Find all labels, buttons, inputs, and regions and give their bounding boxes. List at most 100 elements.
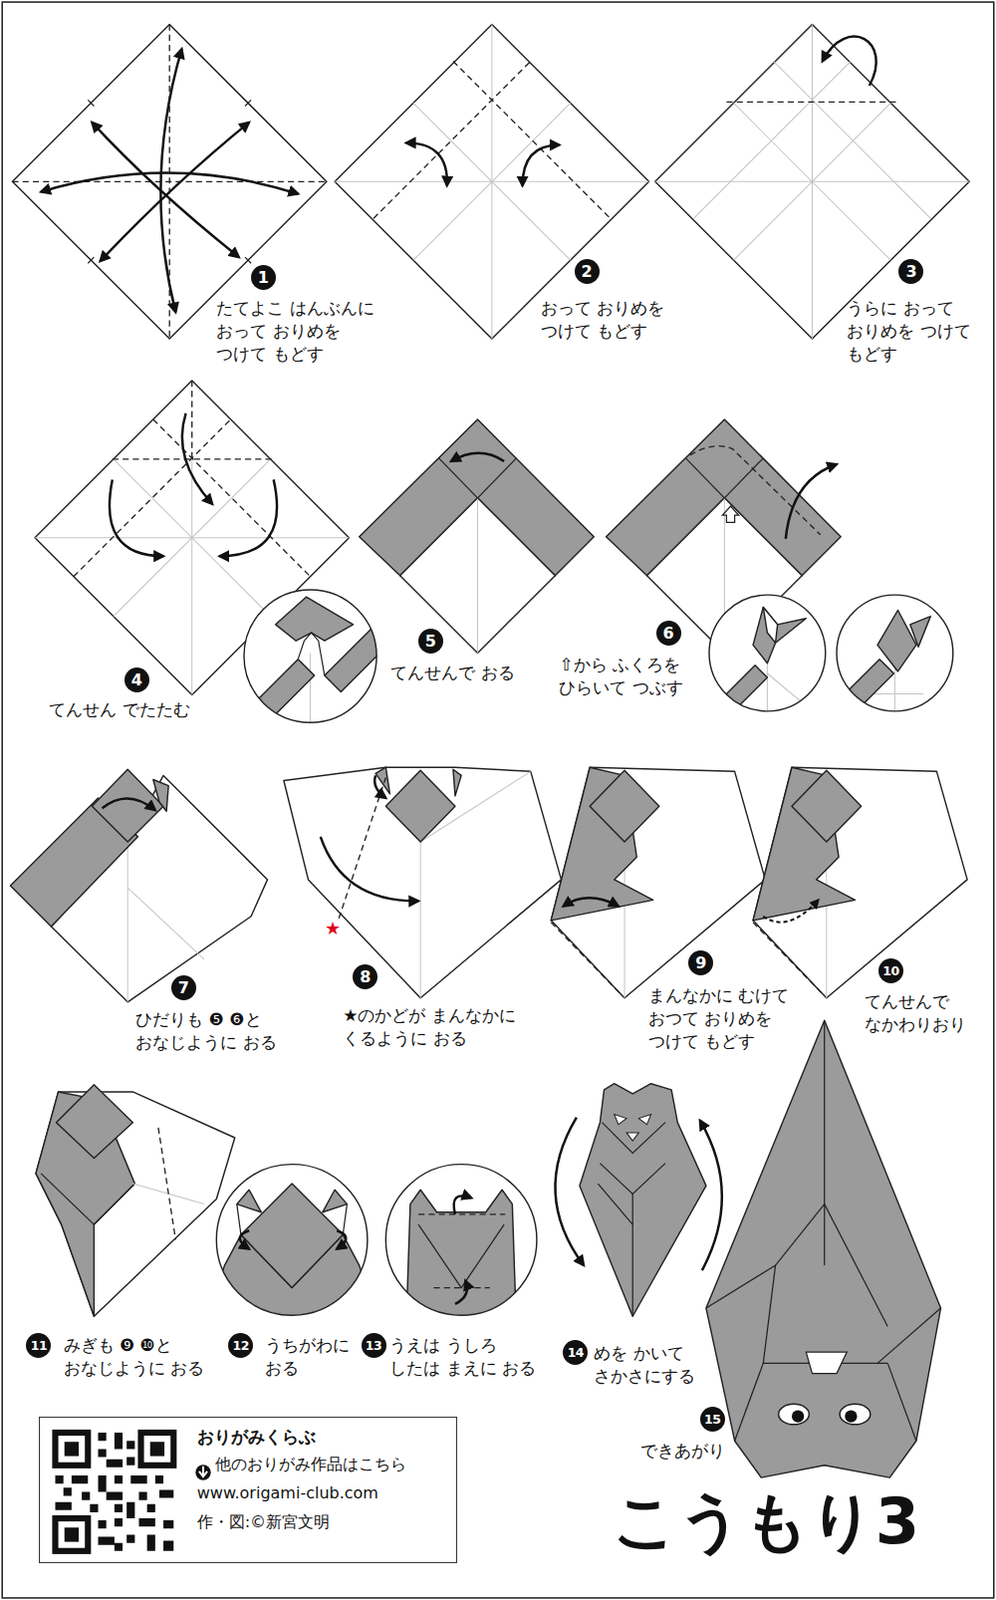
step3-figure-part (655, 24, 970, 339)
step3-figure-part (726, 101, 898, 103)
step6-detail-part (894, 663, 896, 715)
step11-figure-part (56, 1084, 134, 1159)
step1-figure-part (245, 99, 251, 106)
step9-figure-part (550, 922, 623, 996)
step4-figure-part (153, 419, 311, 577)
step2-figure-part (373, 60, 531, 219)
step15-figure (706, 1019, 942, 1478)
step13-detail (385, 1164, 537, 1327)
step13-detail-part (455, 1279, 468, 1304)
step14-figure-part (614, 1113, 627, 1124)
step6-detail-part (834, 659, 894, 719)
step10-figure (752, 766, 968, 997)
credit-text: www.origami-club.com (197, 1483, 379, 1504)
step15-figure-part (706, 1204, 888, 1327)
step10-figure-part (752, 766, 968, 997)
title: こうもり3 (612, 1486, 921, 1556)
step4-detail-part (244, 589, 377, 723)
step4-figure-part (113, 459, 271, 617)
step12-detail-part (216, 1164, 368, 1316)
step1-figure-part (245, 256, 251, 263)
step15-figure-part (778, 1403, 810, 1424)
step-number: 9 (688, 950, 714, 976)
step13-detail-part (433, 1286, 490, 1288)
step14-figure-part (599, 1163, 666, 1195)
step-instruction: ひだりも ❺ ❻と おなじように おる (135, 1007, 285, 1054)
step6-detail-part (867, 693, 924, 695)
step-number: 8 (352, 964, 378, 990)
step14-figure-part (700, 1120, 723, 1271)
step-instruction: めを かいて さかさにする (593, 1341, 703, 1388)
qr-code-part (54, 1432, 88, 1466)
step4-figure-part (219, 479, 277, 556)
step14-figure-part (601, 1122, 666, 1154)
step3-figure-part (734, 102, 892, 260)
step-number: 10 (878, 958, 904, 984)
qr-code-part (54, 1432, 174, 1551)
step-instruction: てんせんで なかわりおり (864, 990, 974, 1036)
step15-figure-part (791, 1409, 804, 1422)
qr-code-part (52, 1430, 176, 1553)
step9-figure-part (563, 897, 619, 906)
step3-figure-part (734, 102, 892, 260)
step6-figure-part (685, 458, 763, 498)
step11-figure-part (40, 1173, 135, 1225)
step4-detail (237, 589, 403, 737)
step14-figure-part (579, 1083, 707, 1317)
step4-detail-part (275, 596, 354, 641)
step-instruction: みぎも ❾ ❿と おなじように おる (63, 1333, 214, 1380)
step2-figure-part (413, 102, 571, 260)
step3-figure-part (773, 60, 932, 219)
step15-figure-part (735, 1362, 764, 1441)
step4-figure-part (109, 479, 164, 556)
step9-figure (550, 766, 765, 997)
step6-detail-part (709, 594, 826, 712)
step8-figure-part (338, 776, 386, 918)
step1-figure-part (11, 24, 326, 339)
step-instruction: ★のかどが まんなかに くるように おる (342, 1003, 526, 1050)
step6-detail-part (834, 609, 931, 719)
step12-detail-part (237, 1204, 242, 1236)
step8-figure-part (320, 836, 419, 902)
step6-detail-part (877, 609, 917, 671)
step12-detail (204, 1164, 380, 1327)
step15-figure-part (706, 1019, 942, 1478)
step5-figure-part (451, 453, 504, 462)
corner-star: ★ (324, 919, 341, 938)
step5-figure-part (477, 498, 479, 654)
step2-figure-part (522, 144, 560, 186)
step-number: 15 (700, 1406, 726, 1432)
step-instruction: たてよこ はんぶんに おって おりめを つけて もどす (216, 296, 383, 366)
step7-figure (9, 768, 267, 1002)
step3-figure-part (694, 60, 852, 219)
credit-text: 作・図:©新宮文明 (197, 1511, 330, 1533)
credit-text: 他のおりがみ作品はこちら (215, 1454, 407, 1476)
step13-detail-part (418, 1213, 505, 1215)
link-icon-part (195, 1464, 211, 1480)
step14-figure-part (632, 1193, 634, 1316)
step-instruction: うちがわに おる (264, 1333, 360, 1380)
step10-figure-part (762, 899, 818, 922)
step10-figure-part (752, 922, 825, 996)
step2-figure (334, 24, 649, 339)
step12-detail-part (336, 1230, 346, 1248)
step8-figure-part (453, 768, 462, 796)
step8-figure-part (283, 766, 562, 997)
step2-figure-part (453, 60, 611, 219)
step8-figure (283, 766, 562, 997)
step6-detail (704, 594, 954, 729)
step4-figure-part (182, 413, 213, 504)
qr-code-part (64, 1526, 79, 1541)
step6-detail-part (762, 606, 777, 643)
step8-figure-part (385, 769, 456, 842)
step2-figure-part (406, 142, 448, 186)
step12-detail-part (204, 1183, 380, 1326)
step13-detail-part (406, 1189, 517, 1326)
link-icon (195, 1464, 211, 1480)
qr-code-part (64, 1441, 79, 1456)
step5-figure-part (439, 458, 517, 498)
step1-figure-part (100, 122, 250, 261)
step9-figure-part (589, 769, 660, 842)
step4-figure (34, 380, 349, 695)
